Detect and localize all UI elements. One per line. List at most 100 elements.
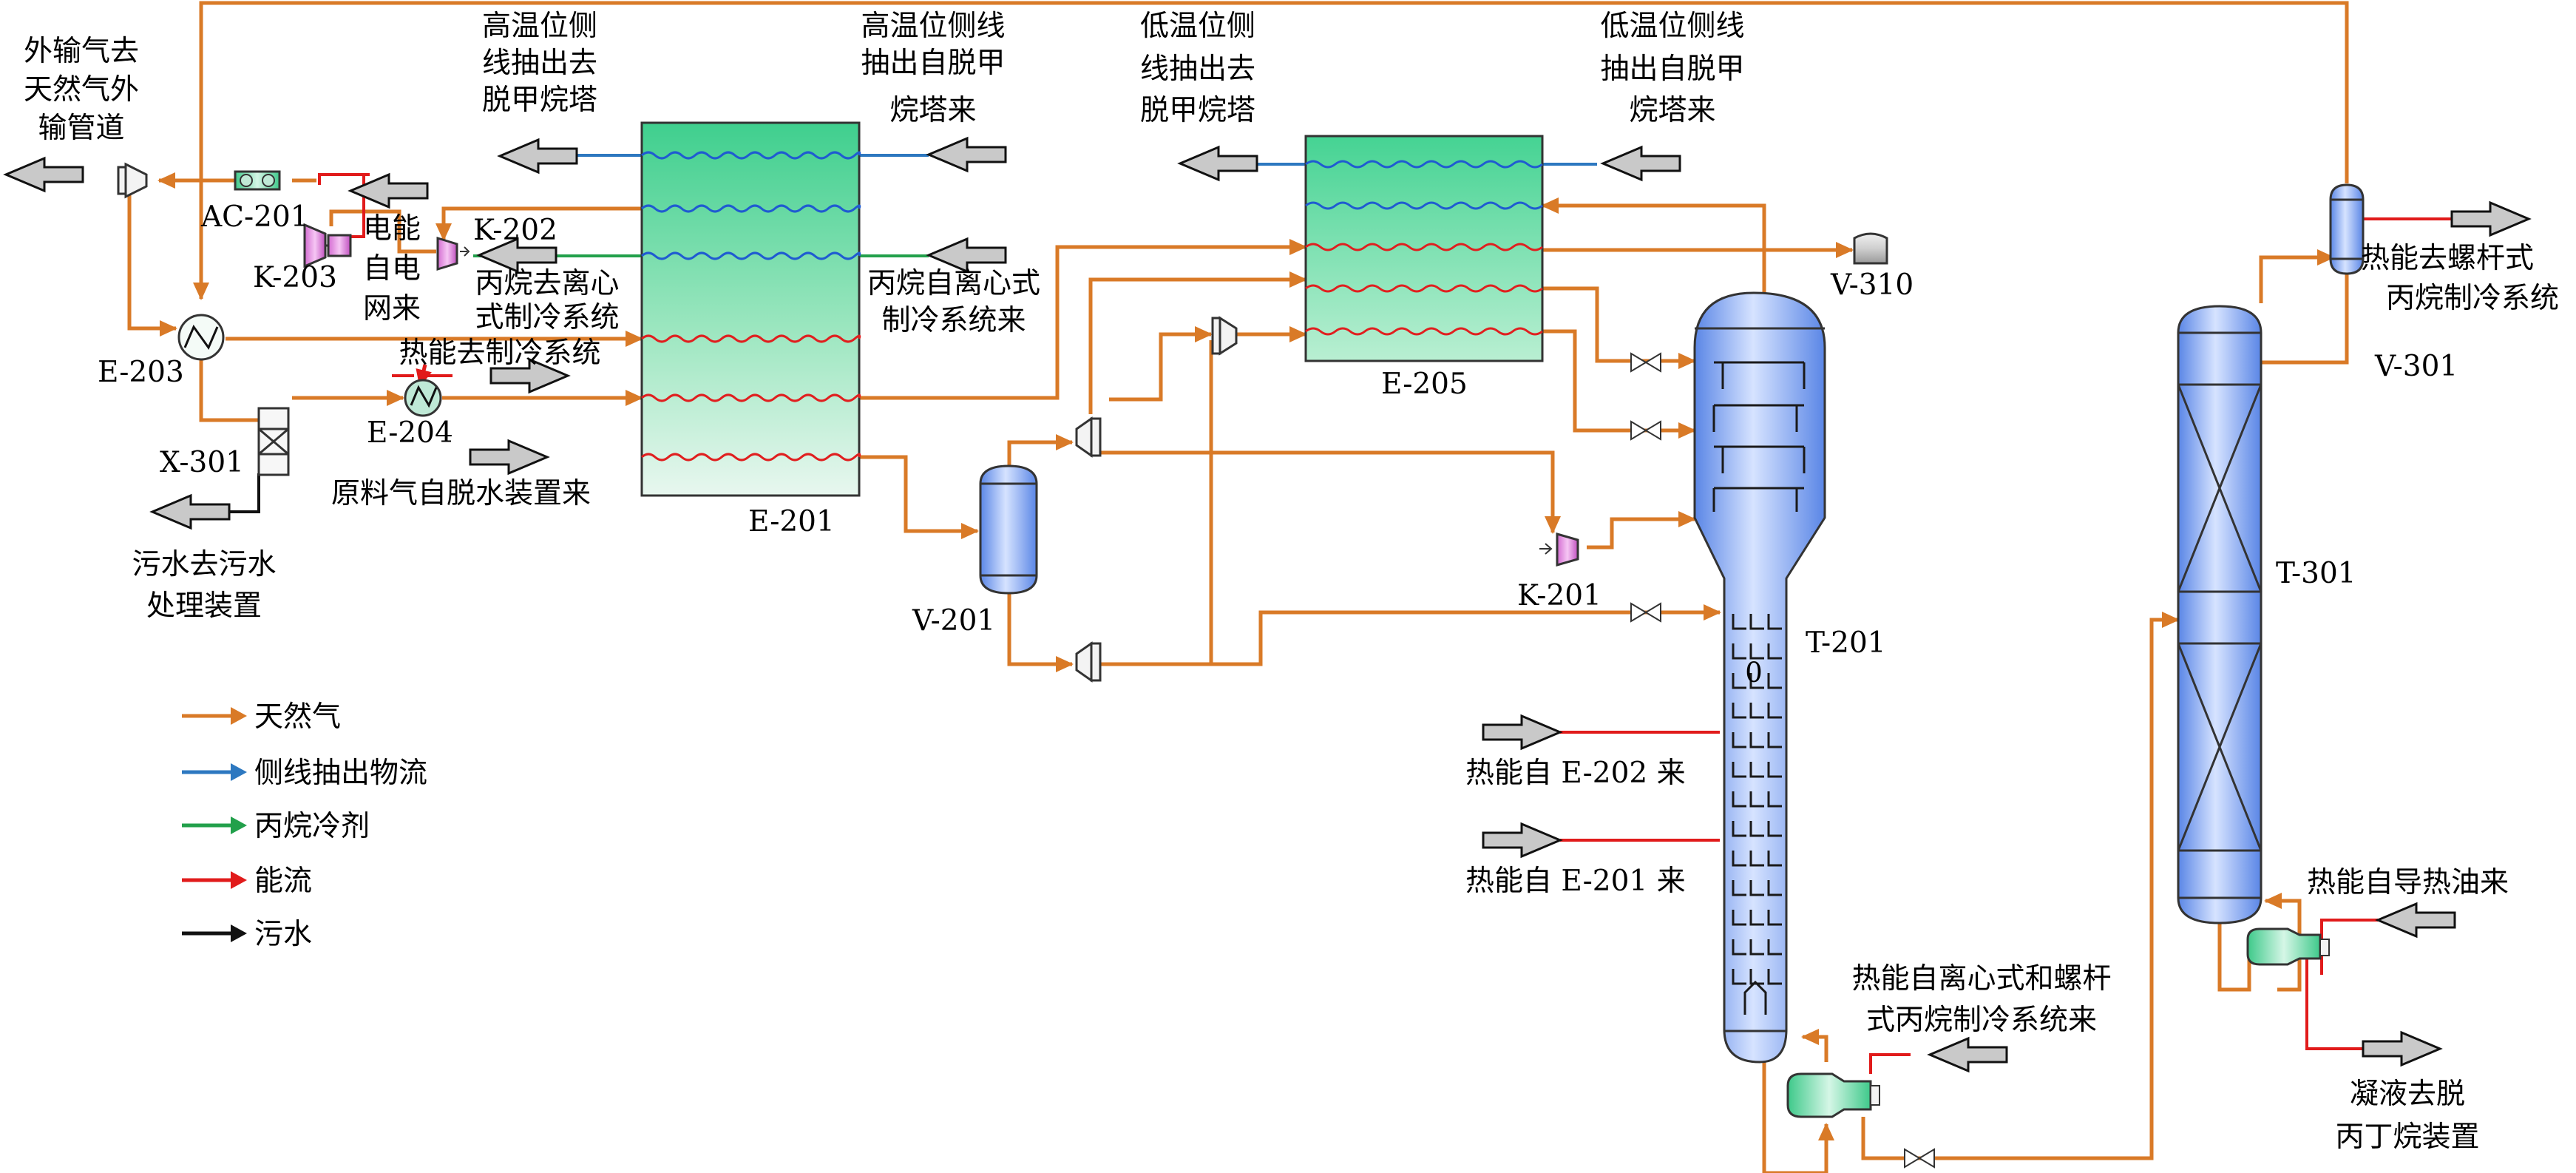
- legend: 天然气 侧线抽出物流 丙烷冷剂 能流 污水: [182, 700, 427, 951]
- label-heat-e201: 热能自 E-201 来: [1465, 865, 1686, 898]
- tag-v201: V-201: [912, 604, 995, 638]
- tag-e205: E-205: [1381, 368, 1468, 401]
- e201-coil-1: [641, 151, 861, 160]
- reboiler-t201: [1786, 1072, 1880, 1118]
- legend-label-energy: 能流: [254, 865, 312, 898]
- label-wastewater-1: 污水去污水: [132, 548, 276, 581]
- exchanger-e203: [177, 314, 225, 361]
- label-heat-refrig-1: 热能自离心式和螺杆: [1851, 962, 2111, 995]
- tag-e203: E-203: [98, 356, 184, 389]
- separator-x301: [257, 407, 290, 476]
- label-wastewater-2: 处理装置: [146, 589, 262, 623]
- arrow-heat-e201: [1482, 822, 1563, 859]
- tag-v301: V-301: [2374, 350, 2458, 383]
- label-heat-oil: 热能自导热油来: [2307, 866, 2509, 899]
- label-heat-e202: 热能自 E-202 来: [1465, 757, 1686, 790]
- legend-label-gas: 天然气: [254, 700, 341, 734]
- arrow-wastewater-out: [149, 493, 231, 530]
- vessel-v310: [1853, 232, 1888, 265]
- label-low-side-in-2: 抽出自脱甲: [1600, 53, 1744, 86]
- valve-2[interactable]: [1630, 420, 1661, 441]
- tag-e201: E-201: [748, 505, 835, 538]
- arrow-propane-in: [926, 237, 1007, 274]
- label-propane-out-1: 丙烷去离心: [475, 267, 619, 300]
- splitter-export: [117, 162, 148, 199]
- arrow-heat-refrig: [1927, 1036, 2008, 1073]
- label-high-side-in-2: 抽出自脱甲: [861, 47, 1005, 80]
- label-export-gas-2: 天然气外: [24, 73, 139, 107]
- label-propane-out-2: 式制冷系统: [475, 301, 619, 334]
- diagram-labels: 外输气去 天然气外 输管道 高温位侧 线抽出去 脱甲烷塔 高温位侧线 抽出自脱甲…: [24, 10, 2559, 1154]
- splitter-v201-top: [1075, 416, 1102, 458]
- reboiler-t301: [2246, 927, 2330, 966]
- arrow-propane-out: [476, 237, 557, 274]
- arrow-heat-out: [489, 357, 571, 394]
- arrow-high-side-in: [926, 136, 1007, 173]
- arrow-low-side-in: [1600, 145, 1681, 182]
- tag-e204: E-204: [367, 416, 453, 450]
- legend-label-waste: 污水: [254, 918, 312, 951]
- tray-marker: 0: [1745, 657, 1763, 689]
- label-power-2: 自电: [363, 252, 421, 285]
- label-high-side-out-3: 脱甲烷塔: [482, 84, 597, 117]
- block-arrows: [3, 136, 2532, 1073]
- legend-label-side: 侧线抽出物流: [254, 757, 427, 790]
- valve-1[interactable]: [1630, 352, 1661, 373]
- legend-item-gas: 天然气: [182, 700, 341, 734]
- label-low-side-out-2: 线抽出去: [1140, 53, 1255, 86]
- label-power-3: 网来: [363, 292, 421, 325]
- tag-k201: K-201: [1517, 579, 1601, 612]
- label-condensate-2: 丙丁烷装置: [2335, 1120, 2479, 1154]
- tag-t301: T-301: [2276, 557, 2356, 590]
- arrow-heat-e202: [1482, 714, 1563, 751]
- arrow-condensate-out: [2362, 1030, 2443, 1067]
- tag-v310: V-310: [1830, 268, 1914, 302]
- label-feed-gas: 原料气自脱水装置来: [331, 477, 591, 510]
- gas-lines: [127, 1, 2349, 1173]
- arrow-export: [3, 156, 84, 193]
- label-propane-in-2: 制冷系统来: [881, 304, 1026, 337]
- label-high-side-in-3: 烷塔来: [889, 94, 976, 127]
- exchanger-e204: [404, 379, 442, 417]
- equipment-tags: AC-201 K-203 K-202 E-203 E-204 X-301 E-2…: [98, 200, 2458, 660]
- t201-lower-trays: [1732, 614, 1782, 1015]
- column-t201: 0: [1693, 291, 1826, 1064]
- splitter-e205-feed: [1211, 316, 1238, 356]
- legend-item-side: 侧线抽出物流: [182, 757, 427, 790]
- arrow-high-side-out: [497, 138, 578, 175]
- valve-4[interactable]: [1904, 1148, 1935, 1169]
- label-propane-in-1: 丙烷自离心式: [867, 267, 1040, 300]
- compressor-k203: [303, 223, 352, 268]
- label-heat-refrig-2: 式丙烷制冷系统来: [1866, 1004, 2097, 1037]
- arrow-low-side-out: [1177, 145, 1258, 182]
- label-low-side-in-3: 烷塔来: [1629, 94, 1715, 127]
- exchanger-e205: [1304, 135, 1544, 362]
- label-heat-out: 热能去制冷系统: [399, 337, 600, 370]
- label-power-1: 电能: [363, 212, 421, 246]
- column-t301: [2177, 305, 2263, 924]
- splitter-v201-bottom: [1075, 641, 1102, 683]
- vessel-v301: [2329, 183, 2365, 275]
- compressor-k201: [1539, 533, 1579, 567]
- label-export-gas-3: 输管道: [38, 112, 124, 145]
- tag-t201: T-201: [1806, 626, 1886, 660]
- tag-k203: K-203: [253, 261, 337, 294]
- label-export-gas-1: 外输气去: [24, 35, 139, 68]
- label-heat-screw-1: 热能去螺杆式: [2361, 242, 2534, 275]
- arrow-feed-in: [469, 439, 550, 476]
- label-condensate-1: 凝液去脱: [2350, 1078, 2465, 1111]
- valve-3[interactable]: [1630, 602, 1661, 623]
- vessel-v201: [979, 464, 1038, 595]
- arrow-heat-to-screw: [2450, 200, 2532, 237]
- tag-k202: K-202: [473, 214, 557, 247]
- energy-lines: [318, 173, 2452, 1074]
- label-heat-screw-2: 丙烷制冷系统: [2386, 282, 2559, 315]
- label-low-side-in-1: 低温位侧线: [1600, 10, 1744, 43]
- air-cooler-ac201: [234, 170, 281, 191]
- exchanger-e201: [640, 121, 861, 497]
- arrow-heat-oil: [2375, 902, 2456, 939]
- waste-lines: [229, 473, 260, 513]
- arrow-power-in: [348, 172, 429, 209]
- label-high-side-in-1: 高温位侧线: [861, 10, 1005, 43]
